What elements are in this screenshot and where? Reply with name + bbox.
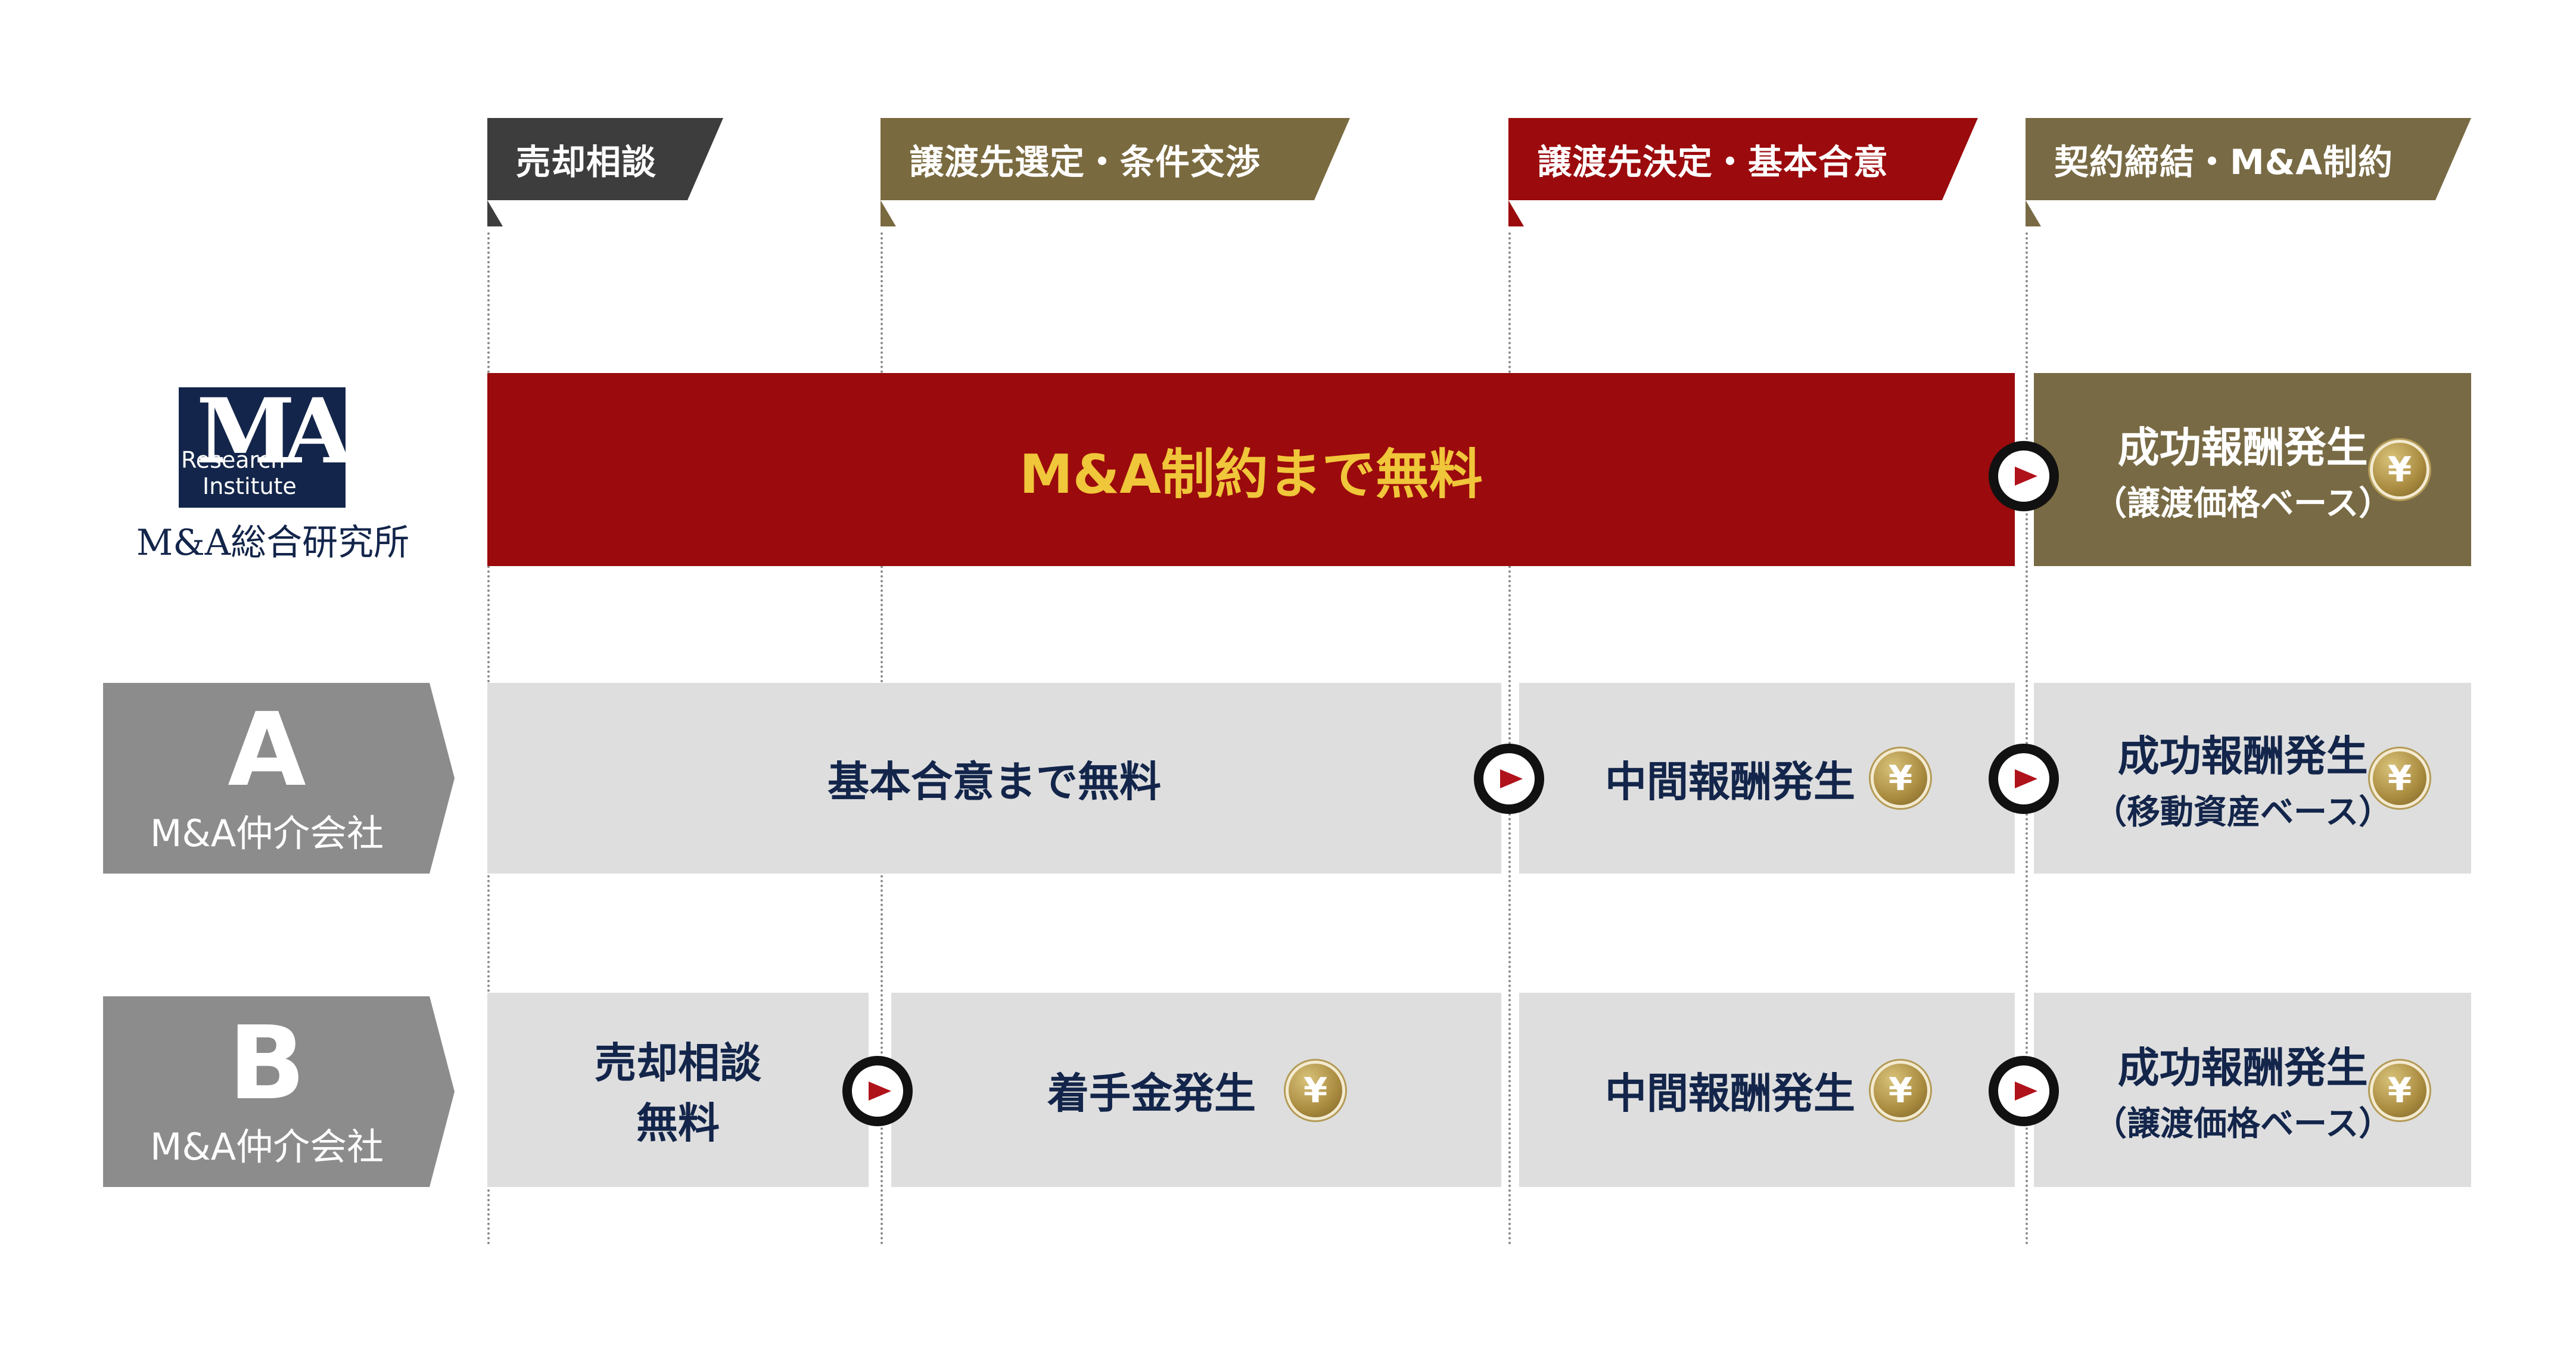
ma-success-bar: 成功報酬発生 （譲渡価格ベース） xyxy=(2034,373,2471,566)
logo-mark: MA Research Institute xyxy=(179,379,353,508)
yen-coin-icon: ¥ xyxy=(2370,1061,2429,1120)
flag-tail xyxy=(487,200,503,226)
flag-tail xyxy=(881,200,896,226)
flag-tail xyxy=(1508,200,1524,226)
yen-coin-icon: ¥ xyxy=(2370,748,2429,808)
yen-coin-icon: ¥ xyxy=(1286,1061,1345,1120)
middle-fee-label: 中間報酬発生 xyxy=(1605,757,1855,806)
phase-label: 契約締結・M&A制約 xyxy=(2054,142,2394,182)
success-subtitle: （譲渡価格ベース） xyxy=(2093,484,2393,523)
company-letter: A xyxy=(228,691,306,809)
b-consult-bar: 売却相談 無料 xyxy=(487,993,869,1187)
company-logo: MA Research Institute M&A総合研究所 xyxy=(118,379,428,566)
success-subtitle: （譲渡価格ベース） xyxy=(2093,1105,2393,1144)
success-title: 成功報酬発生 xyxy=(2117,1043,2368,1092)
phase-flag-negotiation: 譲渡先選定・条件交渉 xyxy=(881,118,1350,200)
a-free-bar: 基本合意まで無料 xyxy=(487,683,1501,874)
company-label-b: B M&A仲介会社 xyxy=(103,996,455,1187)
retainer-label: 着手金発生 xyxy=(1047,1068,1256,1118)
arrow-circle-icon xyxy=(1474,744,1544,814)
phase-label: 譲渡先決定・基本合意 xyxy=(1537,142,1889,182)
arrow-circle-icon xyxy=(842,1056,913,1126)
consult-label: 売却相談 xyxy=(595,1039,761,1087)
logo-line-1: Research xyxy=(181,447,285,473)
success-title: 成功報酬発生 xyxy=(2117,732,2368,781)
phase-flag-agreement: 譲渡先決定・基本合意 xyxy=(1508,118,1978,200)
company-name: M&A仲介会社 xyxy=(150,812,384,855)
a-success-bar: 成功報酬発生 （移動資産ベース） xyxy=(2034,683,2471,874)
ma-free-label: M&A制約まで無料 xyxy=(1019,443,1483,506)
middle-fee-label: 中間報酬発生 xyxy=(1605,1068,1855,1118)
phase-label: 譲渡先選定・条件交渉 xyxy=(909,142,1261,182)
yen-coin-icon: ¥ xyxy=(2370,440,2429,499)
company-label-a: A M&A仲介会社 xyxy=(103,683,455,874)
phase-divider-3 xyxy=(1508,232,1511,1245)
b-retainer-bar: 着手金発生 xyxy=(891,993,1501,1187)
logo-letters: MA xyxy=(196,379,353,484)
a-middle-bar: 中間報酬発生 xyxy=(1519,683,2015,874)
ma-free-bar: M&A制約まで無料 xyxy=(487,373,2015,566)
phase-divider-4 xyxy=(2026,232,2028,1245)
success-subtitle: （移動資産ベース） xyxy=(2093,793,2393,832)
arrow-circle-icon xyxy=(1989,441,2059,511)
arrow-circle-icon xyxy=(1989,744,2059,814)
phase-label: 売却相談 xyxy=(516,142,657,182)
success-title: 成功報酬発生 xyxy=(2117,423,2368,472)
arrow-circle-icon xyxy=(1989,1056,2059,1126)
flag-tail xyxy=(2026,200,2041,226)
logo-line-2: Institute xyxy=(203,473,297,499)
company-letter: B xyxy=(228,1005,306,1123)
consult-free-label: 無料 xyxy=(636,1099,720,1148)
phase-flag-consult: 売却相談 xyxy=(487,118,723,200)
phase-flag-contract: 契約締結・M&A制約 xyxy=(2026,118,2471,200)
yen-coin-icon: ¥ xyxy=(1871,748,1930,808)
b-middle-bar: 中間報酬発生 xyxy=(1519,993,2015,1187)
logo-name: M&A総合研究所 xyxy=(136,522,410,564)
company-name: M&A仲介会社 xyxy=(150,1125,384,1169)
a-free-label: 基本合意まで無料 xyxy=(827,757,1161,806)
yen-coin-icon: ¥ xyxy=(1871,1061,1930,1120)
